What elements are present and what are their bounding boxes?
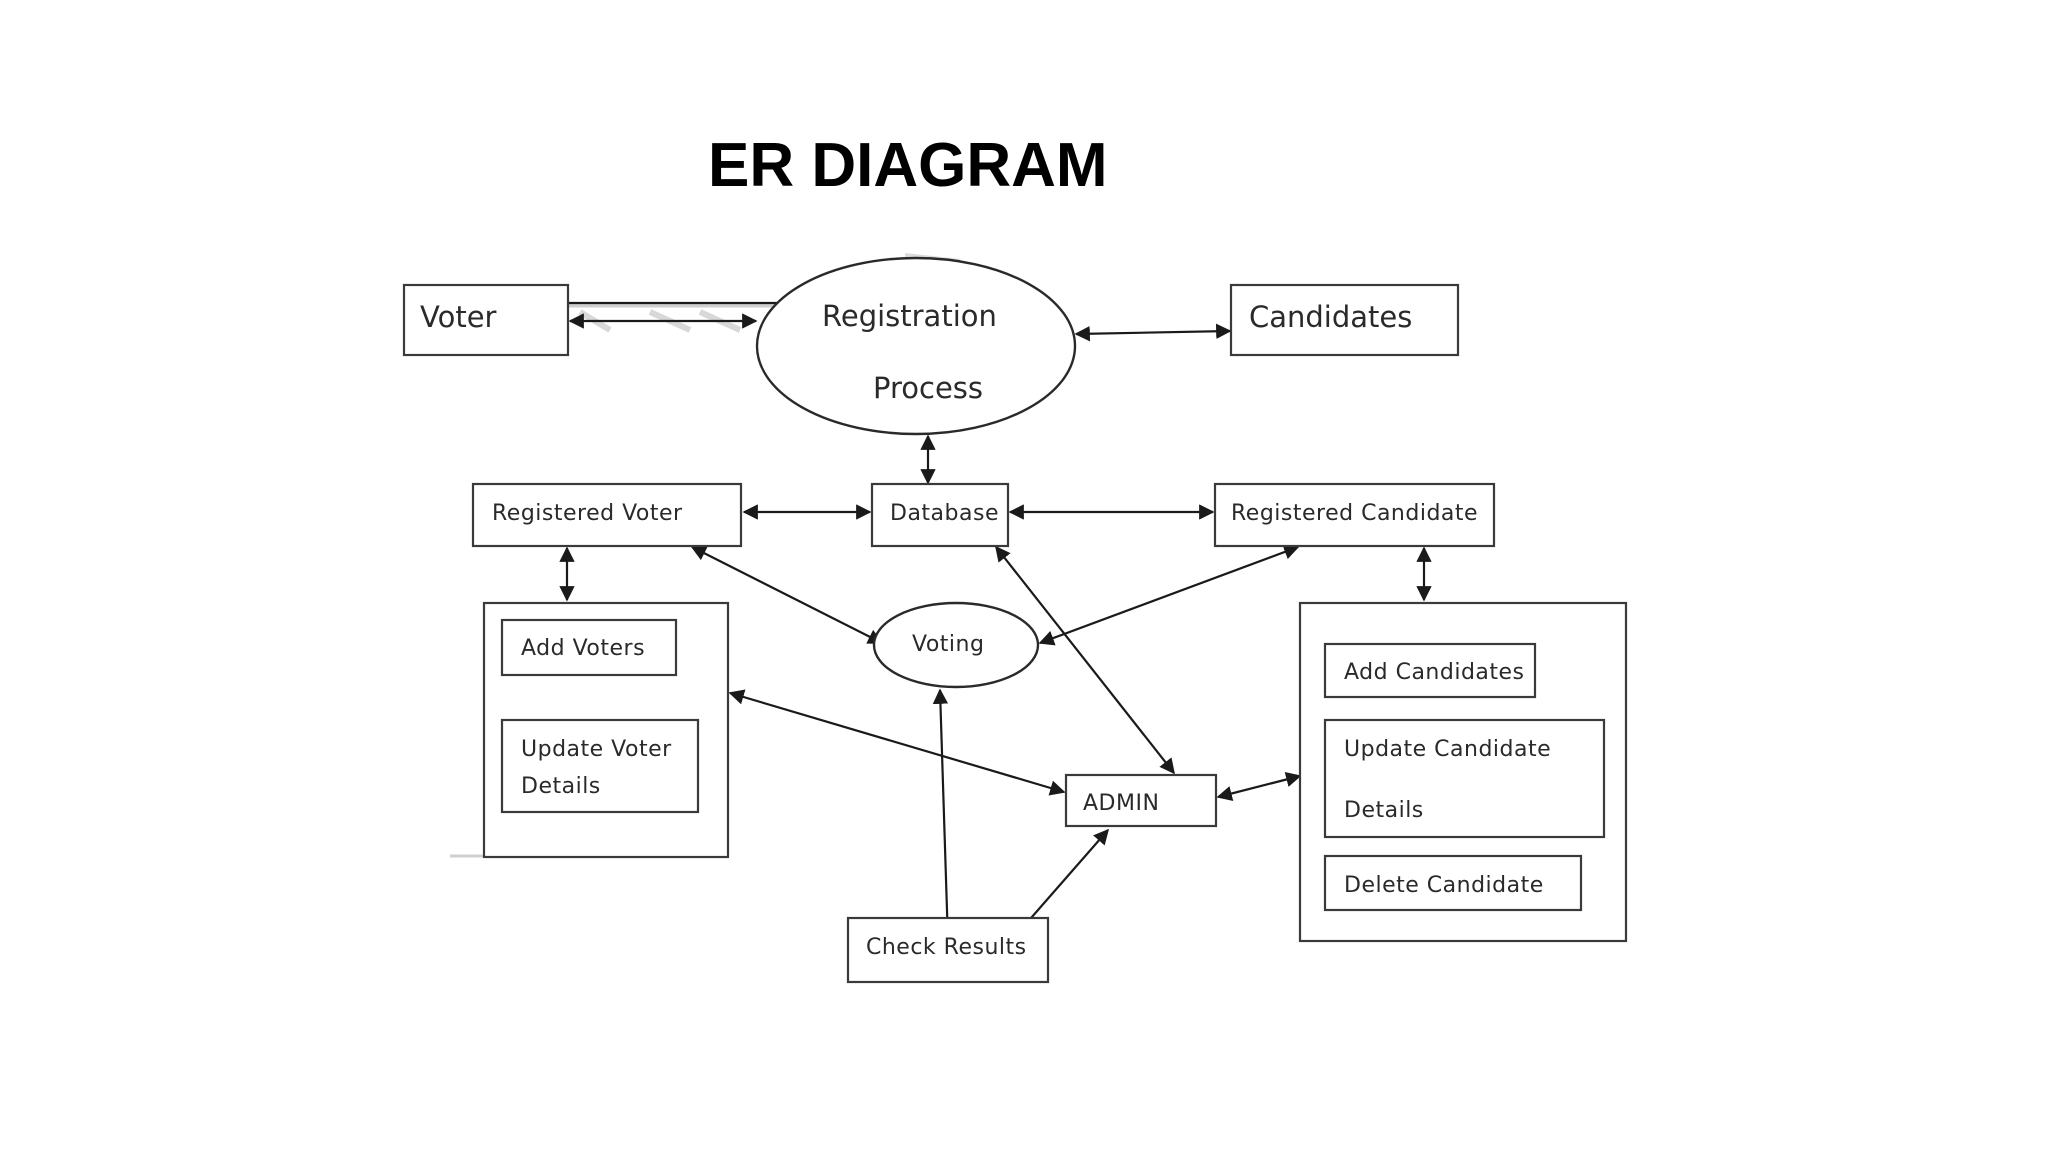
registered-candidate-label: Registered Candidate: [1231, 501, 1478, 526]
connectors: [559, 301, 1432, 944]
regvoter-voting-arrow: [690, 546, 884, 644]
voting-label: Voting: [912, 632, 984, 657]
voting-ellipse: Voting: [872, 601, 1040, 689]
database-admin-arrow: [995, 545, 1175, 775]
registration-label: Registration: [822, 299, 997, 333]
regcandidate-voting-arrow: [1038, 544, 1300, 646]
votergroup-admin-arrow: [728, 689, 1066, 796]
add-voters-label: Add Voters: [521, 636, 645, 661]
admin-entity: ADMIN: [1064, 773, 1218, 828]
voter-operations-group: Add Voters Update Voter Details: [482, 601, 730, 859]
check-results-label: Check Results: [866, 935, 1027, 960]
registration-process-ellipse: Registration Process: [755, 256, 1077, 436]
candidates-entity: Candidates: [1229, 283, 1460, 357]
delete-candidate-box: [1323, 854, 1583, 912]
admin-label: ADMIN: [1083, 791, 1159, 816]
update-voter-box: [500, 718, 700, 814]
registered-candidate-entity: Registered Candidate: [1213, 482, 1496, 548]
update-voter-label-line2: Details: [521, 774, 601, 799]
process-label: Process: [873, 371, 983, 405]
registration-candidates-arrow: [1074, 323, 1232, 342]
update-candidate-label-line1: Update Candidate: [1344, 737, 1551, 762]
update-candidate-label-line2: Details: [1344, 798, 1424, 823]
database-label: Database: [890, 501, 999, 526]
voting-checkresults-arrow: [932, 688, 956, 944]
registered-voter-entity: Registered Voter: [471, 482, 743, 548]
registered-voter-label: Registered Voter: [492, 501, 683, 526]
add-candidates-box: [1323, 642, 1537, 699]
voter-entity: Voter: [402, 283, 570, 357]
delete-candidate-label: Delete Candidate: [1344, 873, 1544, 898]
add-candidates-label: Add Candidates: [1344, 660, 1525, 685]
update-candidate-box: [1323, 718, 1606, 839]
candidates-label: Candidates: [1249, 300, 1412, 334]
database-entity: Database: [870, 482, 1010, 548]
add-voters-box: [500, 618, 678, 677]
check-results-entity: Check Results: [846, 916, 1050, 984]
diagram-title: ER DIAGRAM: [708, 131, 1108, 200]
voter-label: Voter: [420, 300, 497, 334]
admin-candidategroup-arrow: [1216, 771, 1302, 802]
update-voter-label-line1: Update Voter: [521, 737, 672, 762]
candidate-operations-group: Add Candidates Update Candidate Details …: [1298, 601, 1628, 943]
